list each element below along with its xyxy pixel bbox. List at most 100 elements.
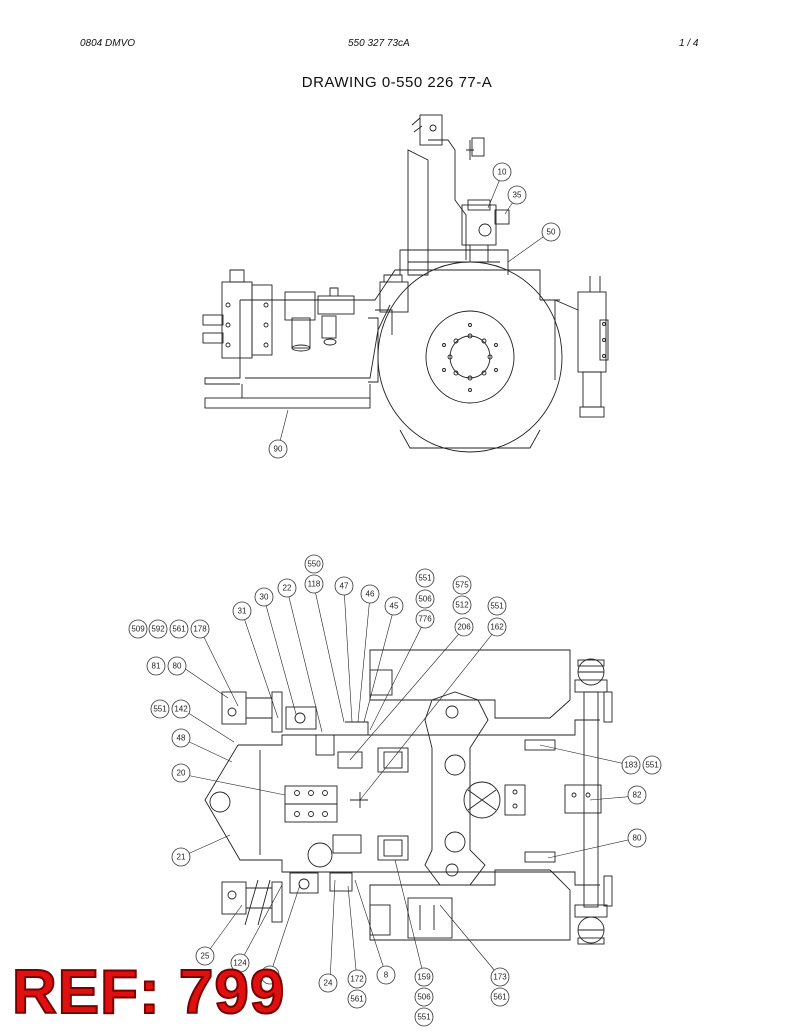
callout-551c: 551	[150, 699, 170, 719]
callout-90: 90	[268, 439, 288, 459]
svg-text:142: 142	[174, 705, 188, 714]
svg-text:118: 118	[308, 580, 321, 589]
callout-24: 24	[318, 973, 338, 993]
svg-text:551: 551	[417, 1013, 431, 1022]
svg-text:183: 183	[624, 761, 638, 770]
callout-550: 550	[304, 554, 324, 574]
svg-text:80: 80	[633, 834, 642, 843]
callout-80: 80	[167, 656, 187, 676]
svg-text:178: 178	[193, 625, 207, 634]
callout-178: 178	[190, 619, 210, 639]
callout-10: 10	[492, 162, 512, 182]
drawing-title: DRAWING 0-550 226 77-A	[301, 74, 493, 91]
callout-36: 36	[260, 965, 280, 985]
svg-text:30: 30	[260, 593, 269, 602]
svg-text:561: 561	[350, 995, 364, 1004]
svg-text:124: 124	[233, 959, 247, 968]
svg-text:24: 24	[324, 979, 333, 988]
reference-watermark: REF: 799	[11, 958, 286, 1027]
svg-text:21: 21	[177, 853, 186, 862]
svg-text:550: 550	[307, 560, 321, 569]
callout-25: 25	[195, 946, 215, 966]
svg-text:80: 80	[173, 662, 182, 671]
svg-text:592: 592	[151, 625, 165, 634]
callout-31: 31	[232, 601, 252, 621]
svg-text:575: 575	[455, 581, 469, 590]
svg-text:551: 551	[645, 761, 659, 770]
callout-206: 206	[454, 617, 474, 637]
callouts-top-view: 10 35 50 90	[268, 162, 561, 459]
svg-text:173: 173	[493, 973, 507, 982]
header-page-number: 1 / 4	[679, 38, 699, 49]
svg-text:551: 551	[490, 602, 504, 611]
svg-text:506: 506	[417, 993, 431, 1002]
svg-text:206: 206	[457, 623, 471, 632]
callout-124: 124	[230, 953, 250, 973]
svg-text:509: 509	[131, 625, 145, 634]
callout-159: 159	[414, 967, 434, 987]
callout-506b: 506	[414, 987, 434, 1007]
callout-45: 45	[384, 596, 404, 616]
callout-551e: 551	[414, 1007, 434, 1027]
callout-575: 575	[452, 575, 472, 595]
svg-text:561: 561	[172, 625, 186, 634]
callout-22: 22	[277, 578, 297, 598]
svg-text:47: 47	[340, 582, 349, 591]
svg-text:20: 20	[177, 769, 186, 778]
callout-561: 561	[169, 619, 189, 639]
svg-text:81: 81	[152, 662, 161, 671]
callout-46: 46	[360, 584, 380, 604]
svg-text:35: 35	[513, 191, 522, 200]
svg-text:162: 162	[490, 623, 504, 632]
callout-776: 776	[415, 609, 435, 629]
callout-21: 21	[171, 847, 191, 867]
svg-text:46: 46	[366, 590, 375, 599]
svg-text:172: 172	[350, 975, 364, 984]
callout-561b: 561	[347, 989, 367, 1009]
callout-173: 173	[490, 967, 510, 987]
svg-text:512: 512	[455, 601, 469, 610]
svg-text:50: 50	[547, 228, 556, 237]
svg-text:506: 506	[418, 595, 432, 604]
svg-text:31: 31	[238, 607, 247, 616]
callout-48: 48	[171, 728, 191, 748]
callout-183: 183	[621, 755, 641, 775]
svg-text:159: 159	[417, 973, 431, 982]
callout-142: 142	[171, 699, 191, 719]
svg-text:551: 551	[418, 574, 432, 583]
plan-view	[204, 649, 613, 945]
callout-551b: 551	[487, 596, 507, 616]
callout-47: 47	[334, 576, 354, 596]
svg-text:22: 22	[283, 584, 292, 593]
callout-82: 82	[627, 785, 647, 805]
svg-text:561: 561	[493, 993, 507, 1002]
callout-35: 35	[507, 185, 527, 205]
callout-81: 81	[146, 656, 166, 676]
callout-8: 8	[376, 965, 396, 985]
callouts-plan-view: 550 118 47 46 45 22 30 31 509 592 561 17…	[128, 554, 662, 1027]
callout-172: 172	[347, 969, 367, 989]
header-doc-code: 0804 DMVO	[80, 38, 136, 49]
callout-551d: 551	[642, 755, 662, 775]
callout-162: 162	[487, 617, 507, 637]
side-view	[202, 114, 609, 453]
callout-509: 509	[128, 619, 148, 639]
svg-text:82: 82	[633, 791, 642, 800]
svg-text:10: 10	[498, 168, 507, 177]
svg-text:90: 90	[274, 445, 283, 454]
svg-text:36: 36	[266, 971, 275, 980]
callout-561c: 561	[490, 987, 510, 1007]
svg-text:8: 8	[384, 971, 389, 980]
svg-text:45: 45	[390, 602, 399, 611]
callout-118: 118	[304, 574, 324, 594]
callout-506: 506	[415, 589, 435, 609]
callout-551: 551	[415, 568, 435, 588]
header-part-number: 550 327 73cA	[348, 38, 410, 49]
svg-text:776: 776	[418, 615, 432, 624]
callout-80b: 80	[627, 828, 647, 848]
callout-592: 592	[148, 619, 168, 639]
svg-text:551: 551	[153, 705, 167, 714]
svg-text:25: 25	[201, 952, 210, 961]
callout-512: 512	[452, 595, 472, 615]
callout-50: 50	[541, 222, 561, 242]
